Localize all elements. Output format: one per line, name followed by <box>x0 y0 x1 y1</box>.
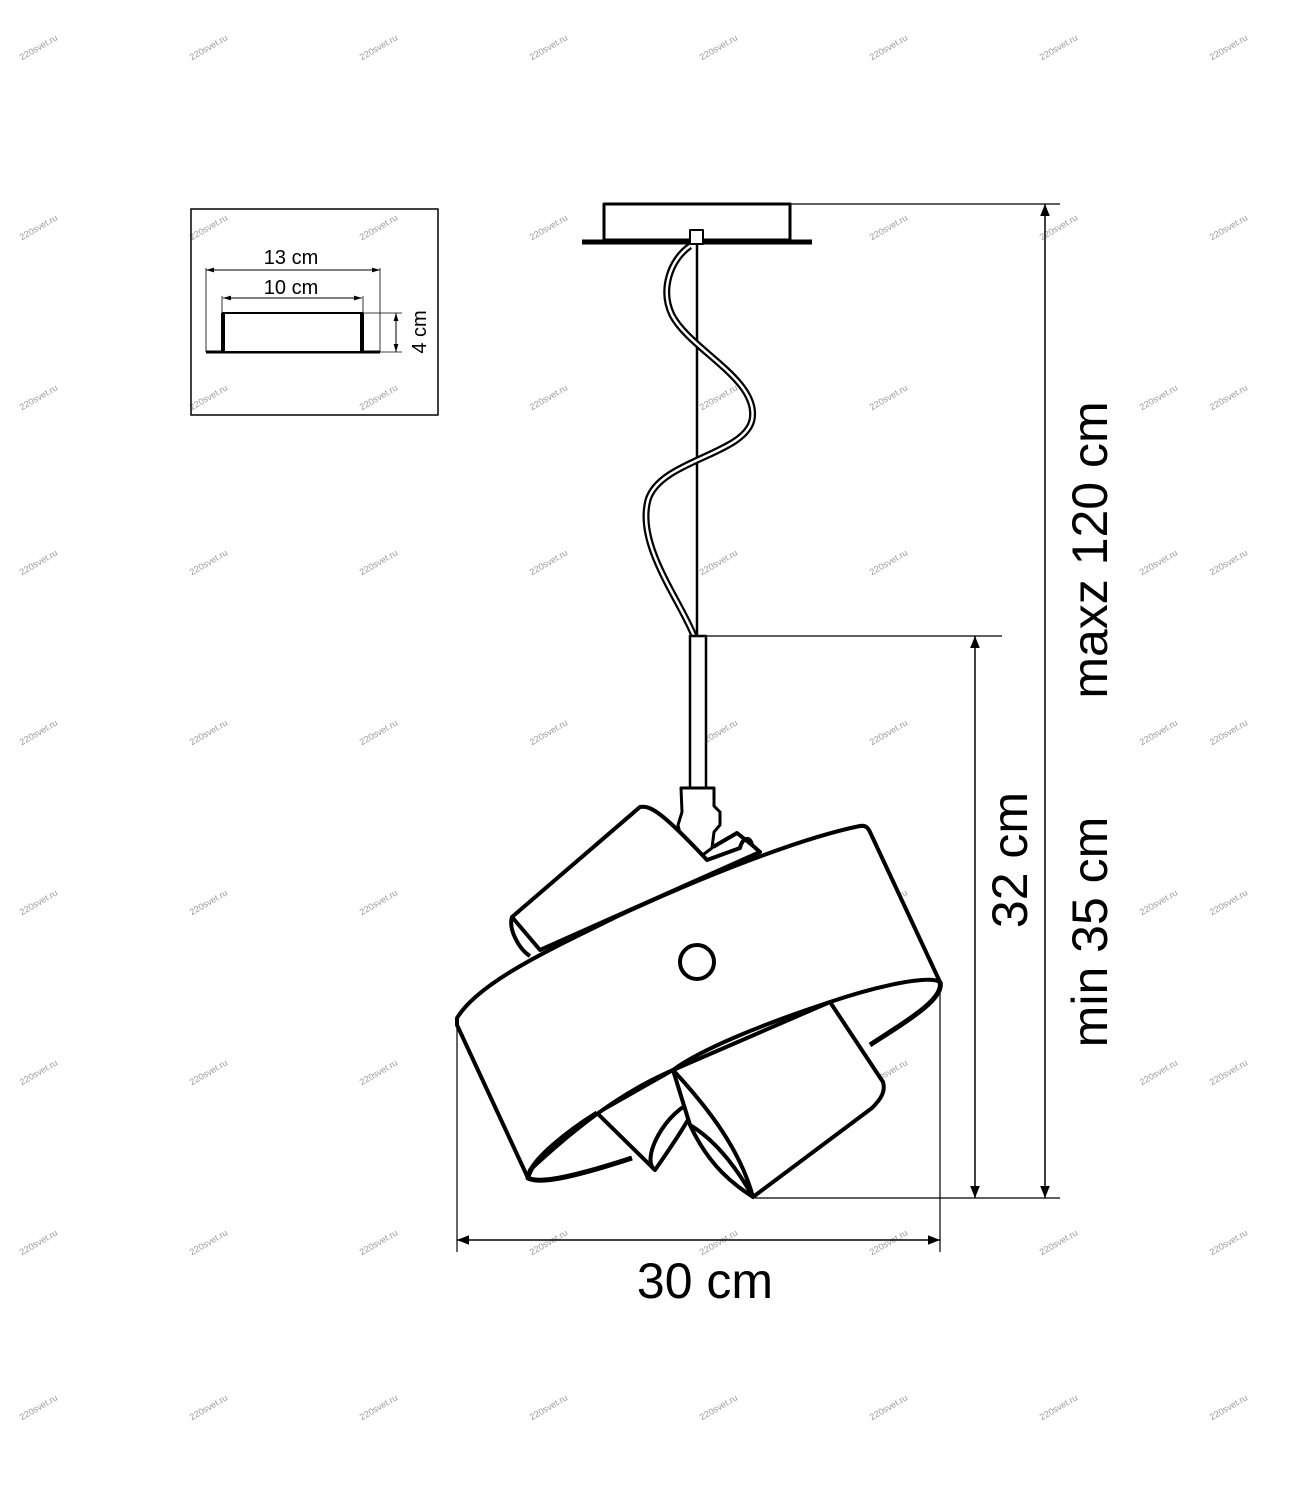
watermark-text: 220svet.ru <box>358 1058 399 1088</box>
watermark-text: 220svet.ru <box>1038 1393 1079 1423</box>
watermark-text: 220svet.ru <box>1138 888 1179 918</box>
watermark-text: 220svet.ru <box>528 548 569 578</box>
watermark-text: 220svet.ru <box>18 888 59 918</box>
watermark-text: 220svet.ru <box>1208 1393 1249 1423</box>
watermark-text: 220svet.ru <box>18 1393 59 1423</box>
canopy-inset: 13 cm 10 cm 4 cm <box>190 208 439 416</box>
watermark-text: 220svet.ru <box>358 888 399 918</box>
lower-rod <box>688 634 708 790</box>
watermark-text: 220svet.ru <box>698 548 739 578</box>
watermark-text: 220svet.ru <box>1208 1228 1249 1258</box>
max-height-label: maxz 120 cm <box>1062 401 1118 698</box>
watermark-text: 220svet.ru <box>868 1393 909 1423</box>
cable-clamp <box>689 229 704 245</box>
watermark-text: 220svet.ru <box>188 1058 229 1088</box>
watermark-text: 220svet.ru <box>528 33 569 63</box>
band-inner-rim <box>868 981 943 1048</box>
inset-outer-width-label: 13 cm <box>264 247 318 269</box>
watermark-text: 220svet.ru <box>358 1393 399 1423</box>
watermark-text: 220svet.ru <box>528 1393 569 1423</box>
watermark-text: 220svet.ru <box>18 383 59 413</box>
watermark-text: 220svet.ru <box>188 33 229 63</box>
watermark-text: 220svet.ru <box>698 383 739 413</box>
watermark-text: 220svet.ru <box>1208 33 1249 63</box>
watermark-text: 220svet.ru <box>1208 548 1249 578</box>
watermark-text: 220svet.ru <box>358 33 399 63</box>
watermark-text: 220svet.ru <box>698 1393 739 1423</box>
watermark-text: 220svet.ru <box>18 548 59 578</box>
shade-height-label: 32 cm <box>982 792 1038 928</box>
watermark-text: 220svet.ru <box>188 383 229 413</box>
watermark-text: 220svet.ru <box>528 213 569 243</box>
watermark-text: 220svet.ru <box>1208 718 1249 748</box>
watermark-text: 220svet.ru <box>868 718 909 748</box>
watermark-text: 220svet.ru <box>188 213 229 243</box>
inset-frame <box>190 208 439 416</box>
watermark-text: 220svet.ru <box>358 383 399 413</box>
watermark-text: 220svet.ru <box>1138 383 1179 413</box>
main-band-shade <box>455 823 942 1180</box>
width-label: 30 cm <box>637 1253 773 1309</box>
watermark-text: 220svet.ru <box>528 718 569 748</box>
watermark-text: 220svet.ru <box>1038 213 1079 243</box>
watermark-text: 220svet.ru <box>188 888 229 918</box>
watermark-text: 220svet.ru <box>18 1228 59 1258</box>
dimension-lines <box>456 203 1060 1252</box>
watermark-text: 220svet.ru <box>868 213 909 243</box>
watermark-text: 220svet.ru <box>1208 888 1249 918</box>
watermark-text: 220svet.ru <box>188 548 229 578</box>
watermark-text: 220svet.ru <box>188 718 229 748</box>
watermark-text: 220svet.ru <box>1038 33 1079 63</box>
watermark-text: 220svet.ru <box>358 1228 399 1258</box>
watermark-text: 220svet.ru <box>868 1228 909 1258</box>
shade-hole <box>678 943 716 981</box>
watermark-text: 220svet.ru <box>18 718 59 748</box>
inset-inner-width-label: 10 cm <box>264 277 318 299</box>
watermark-text: 220svet.ru <box>868 33 909 63</box>
watermark-text: 220svet.ru <box>1208 1058 1249 1088</box>
watermark-text: 220svet.ru <box>868 548 909 578</box>
watermark-text: 220svet.ru <box>1138 1058 1179 1088</box>
watermark-text: 220svet.ru <box>868 383 909 413</box>
inset-height-label: 4 cm <box>409 310 431 353</box>
watermark-text: 220svet.ru <box>698 33 739 63</box>
watermark-text: 220svet.ru <box>528 383 569 413</box>
min-height-label: min 35 cm <box>1062 817 1118 1048</box>
pendant-lamp <box>455 202 943 1199</box>
watermark-text: 220svet.ru <box>1208 383 1249 413</box>
watermark-text: 220svet.ru <box>18 1058 59 1088</box>
watermark-text: 220svet.ru <box>358 718 399 748</box>
inset-canopy-shape <box>222 312 363 353</box>
watermark-text: 220svet.ru <box>18 213 59 243</box>
watermark-text: 220svet.ru <box>188 1228 229 1258</box>
watermark-text: 220svet.ru <box>188 1393 229 1423</box>
watermark-text: 220svet.ru <box>528 1228 569 1258</box>
watermark-text: 220svet.ru <box>1208 213 1249 243</box>
watermark-text: 220svet.ru <box>18 33 59 63</box>
watermark-text: 220svet.ru <box>1138 548 1179 578</box>
watermark-text: 220svet.ru <box>358 213 399 243</box>
watermark-text: 220svet.ru <box>358 548 399 578</box>
watermark-text: 220svet.ru <box>1138 718 1179 748</box>
watermark-text: 220svet.ru <box>1038 1228 1079 1258</box>
